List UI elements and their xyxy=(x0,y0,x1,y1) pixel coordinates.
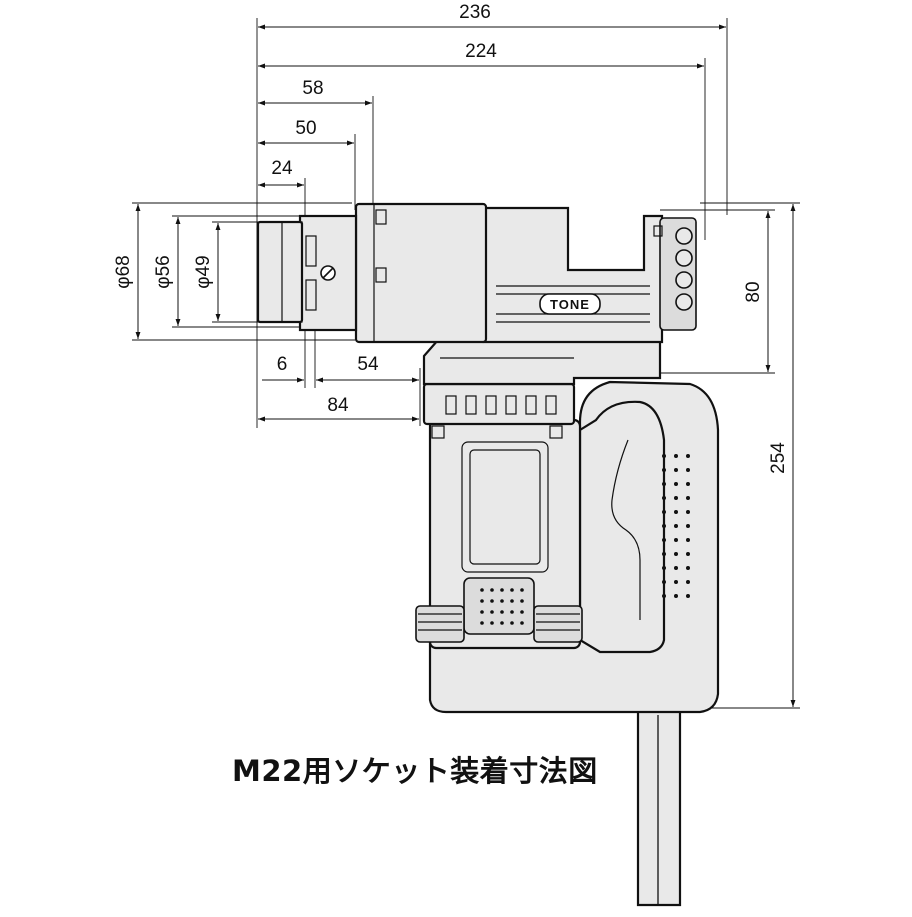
figure-caption: M22用ソケット装着寸法図 xyxy=(232,754,598,788)
tool-body: TONE xyxy=(256,202,720,907)
dim-224-label: 224 xyxy=(465,41,497,62)
dim-84-label: 84 xyxy=(327,395,349,416)
vent-dots xyxy=(480,588,524,625)
brand-badge xyxy=(539,293,601,315)
grip-dots xyxy=(662,454,690,598)
rib-band xyxy=(445,395,557,415)
dim-24-label: 24 xyxy=(271,158,293,179)
brand-logo: TONE xyxy=(550,297,590,312)
dim-236-label: 236 xyxy=(459,2,491,23)
extension-lines xyxy=(132,18,800,709)
dim-49-label: φ49 xyxy=(193,255,214,288)
dim-254-label: 254 xyxy=(768,442,789,474)
dimension-lines xyxy=(135,24,796,707)
dim-68-label: φ68 xyxy=(113,255,134,288)
dim-50-label: 50 xyxy=(295,118,316,139)
socket xyxy=(256,220,304,324)
gear-housing xyxy=(422,338,662,386)
dimension-labels: 236 224 58 50 24 6 54 84 φ68 φ56 φ49 80 … xyxy=(113,2,789,474)
motor-housing xyxy=(482,206,664,344)
dim-6-label: 6 xyxy=(277,354,288,375)
dim-56-label: φ56 xyxy=(153,255,174,288)
dim-58-label: 58 xyxy=(302,78,323,99)
dim-54-label: 54 xyxy=(357,354,379,375)
dim-80-label: 80 xyxy=(743,281,764,302)
